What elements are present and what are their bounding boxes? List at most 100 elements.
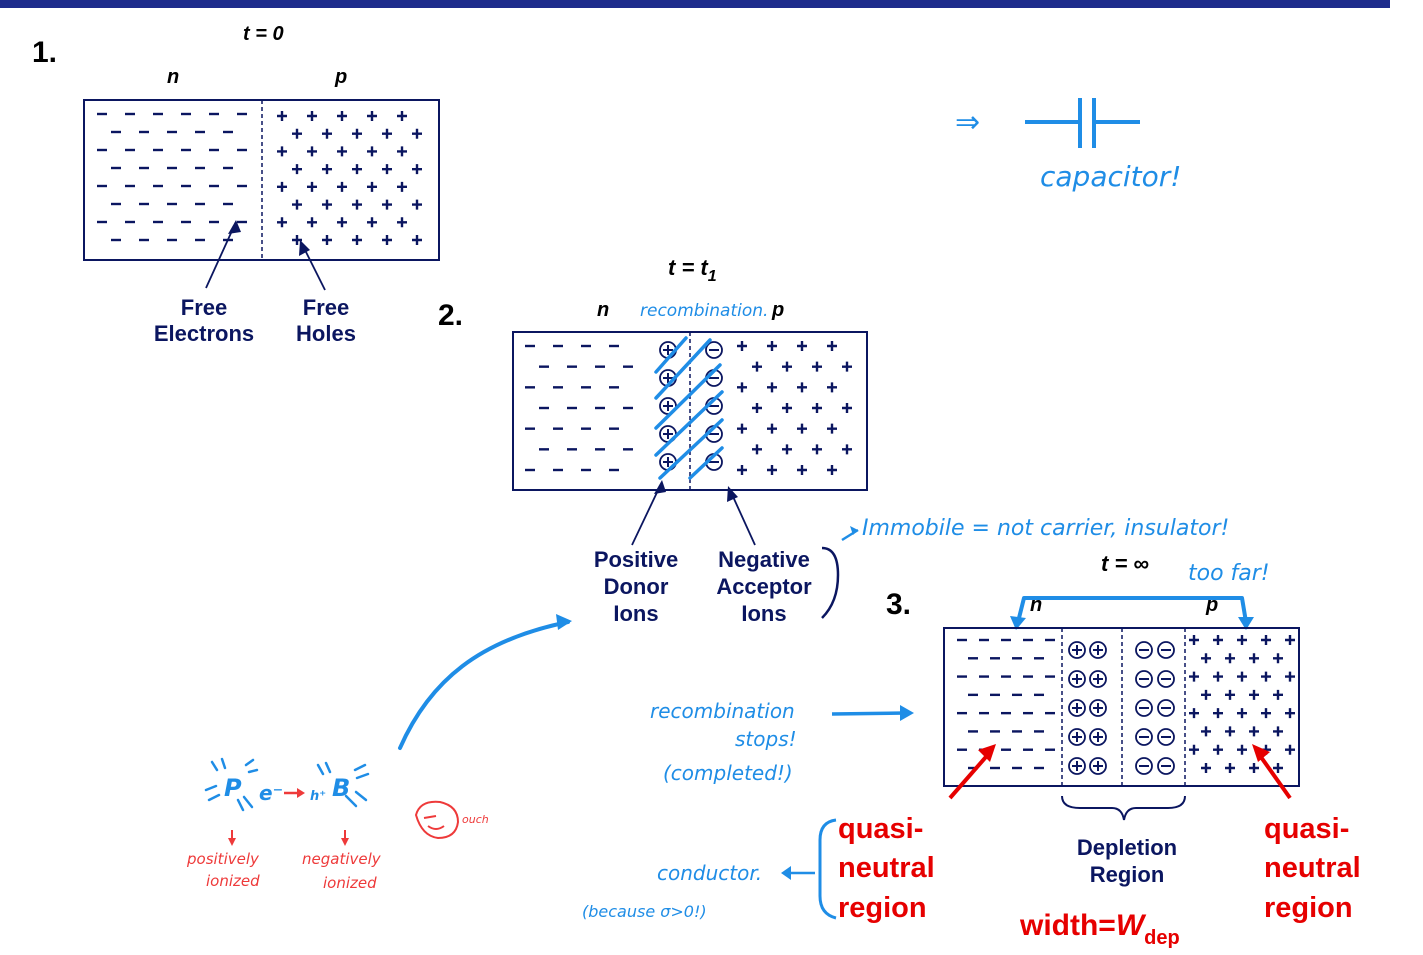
boron-symbol: B (332, 774, 350, 802)
hole-mark (292, 128, 302, 139)
ions-brace (821, 546, 840, 619)
recomb-stops-arrow (831, 711, 907, 716)
panel-3-time: t = ∞ (1101, 551, 1149, 576)
hole-mark (1273, 763, 1283, 773)
donor-ions-label-1: Positive (594, 547, 678, 572)
ray (316, 763, 325, 776)
hole-mark (1225, 689, 1235, 700)
qn-left-arrow (948, 748, 994, 800)
hole-mark (307, 181, 317, 192)
hole-mark (412, 128, 422, 139)
hole-mark (797, 465, 807, 475)
hole-mark (1225, 653, 1235, 664)
panel-1-holes-label-1: Free (303, 295, 349, 320)
hole-mark (812, 361, 822, 372)
width-prefix: width= (1019, 909, 1116, 942)
qn-left-label-1: quasi- (838, 813, 923, 845)
hole-mark (1285, 635, 1295, 645)
hole-mark (1249, 653, 1259, 664)
hole-mark (397, 146, 407, 157)
hole-mark (812, 444, 822, 455)
panel-2-carriers-and-ions (525, 341, 852, 475)
immobile-note: Immobile = not carrier, insulator! (862, 516, 1229, 541)
too-far-bracket-arrow (1016, 596, 1248, 623)
conductor-arrowhead (781, 866, 791, 880)
hole-mark (827, 341, 837, 351)
acceptor-ions-label-2: Acceptor (716, 574, 812, 599)
hole-mark (752, 403, 762, 413)
hole-mark (767, 465, 777, 475)
hole-mark (367, 181, 377, 192)
acceptor-ions-label-3: Ions (741, 601, 786, 626)
recomb-stops-arrowhead (900, 705, 914, 721)
donor-ion-mark (1068, 699, 1086, 717)
recombination-note: recombination. (640, 301, 768, 321)
immobile-note-arrowhead (850, 526, 858, 535)
donor-ion-sign (1093, 732, 1103, 742)
recomb-stroke (658, 418, 724, 480)
donor-ion-mark (1068, 757, 1086, 775)
hole-mark (352, 199, 362, 210)
donor-ion-sign (1072, 761, 1082, 771)
hole-mark (337, 146, 347, 157)
face-eye (423, 815, 437, 819)
ray (242, 795, 254, 809)
hole-mark (1213, 635, 1223, 645)
electron-symbol: e⁻ (259, 781, 283, 805)
hole-mark (1261, 708, 1271, 719)
donor-ion-sign (663, 373, 673, 383)
too-far-note: too far! (1188, 561, 1270, 586)
hole-mark (842, 444, 852, 455)
hole-mark (827, 465, 837, 475)
face-doodle (414, 800, 460, 840)
hole-mark (1189, 635, 1199, 645)
donor-ion-sign (1072, 674, 1082, 684)
panel-1-carriers (97, 111, 422, 245)
hole-mark (1201, 726, 1211, 737)
p-down-arrowhead (228, 838, 236, 846)
hole-mark (767, 423, 777, 434)
hole-mark (322, 128, 332, 139)
hole-mark (277, 111, 287, 121)
dopant-to-panel2-arrow (398, 620, 570, 750)
qn-left-label-3: region (838, 892, 927, 924)
panel-2-time-sub: 1 (708, 268, 717, 285)
hole-symbol: h⁺ (310, 789, 326, 804)
hole-mark (367, 146, 377, 157)
electron-transfer-arrowhead (297, 788, 305, 798)
width-var: W (1116, 909, 1147, 942)
depletion-width: width=Wdep (1019, 909, 1180, 949)
hole-mark (277, 146, 287, 157)
slide-top-bar (0, 0, 1390, 8)
hole-mark (397, 111, 407, 121)
hole-mark (797, 423, 807, 434)
too-far-arrowhead-left (1010, 616, 1026, 630)
hole-mark (752, 361, 762, 372)
acceptor-ions-arrow (729, 489, 756, 546)
panel-1-n-label: n (167, 66, 179, 88)
acceptor-ion-mark (1135, 728, 1153, 746)
hole-mark (382, 164, 392, 175)
hole-mark (1237, 744, 1247, 755)
hole-mark (1237, 635, 1247, 645)
recomb-stroke (654, 363, 722, 430)
hole-mark (277, 181, 287, 192)
donor-ion-mark (1089, 670, 1107, 688)
hole-mark (352, 235, 362, 245)
panel-1-time: t = 0 (243, 23, 284, 45)
panel-3-number: 3. (886, 588, 911, 621)
hole-mark (337, 181, 347, 192)
implies-arrow: ⇒ (955, 105, 980, 140)
hole-mark (412, 199, 422, 210)
hole-mark (277, 217, 287, 228)
donor-ion-sign (1093, 703, 1103, 713)
recomb-stops-line-2: stops! (735, 727, 797, 751)
panel-1-electrons-arrowhead (228, 220, 241, 234)
hole-mark (1189, 671, 1199, 682)
hole-mark (782, 403, 792, 413)
hole-mark (842, 403, 852, 413)
hole-mark (367, 111, 377, 121)
hole-mark (827, 382, 837, 393)
hole-mark (752, 444, 762, 455)
hole-mark (1285, 671, 1295, 682)
